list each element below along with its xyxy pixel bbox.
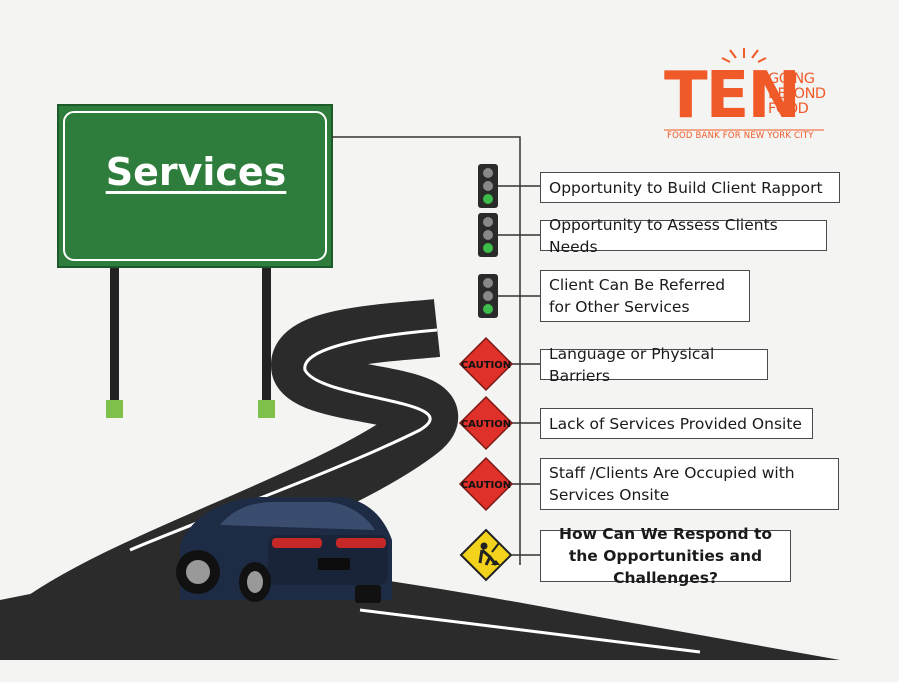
car-image — [176, 497, 392, 603]
traffic-light-icon — [478, 274, 498, 318]
item-box: Client Can Be Referred for Other Service… — [540, 270, 750, 322]
item-text: Lack of Services Provided Onsite — [549, 414, 802, 433]
item-text: Language or Physical Barriers — [549, 344, 715, 385]
services-sign — [57, 104, 333, 268]
road — [12, 299, 458, 654]
grass-right — [258, 400, 275, 418]
grass-left — [106, 400, 123, 418]
traffic-light-icon — [478, 164, 498, 208]
item-box: Opportunity to Build Client Rapport — [540, 172, 840, 203]
traffic-light-icon — [478, 213, 498, 257]
item-text: Staff /Clients Are Occupied with Service… — [549, 464, 795, 504]
sign-post-right — [262, 265, 271, 405]
logo-ten: TEN — [664, 59, 801, 133]
item-box: Staff /Clients Are Occupied with Service… — [540, 458, 839, 510]
logo-tagline-line: FOOD — [768, 101, 809, 117]
item-text: Client Can Be Referred for Other Service… — [549, 276, 726, 316]
item-box: Language or Physical Barriers — [540, 345, 768, 385]
logo-subtitle: FOOD BANK FOR NEW YORK CITY — [667, 131, 814, 141]
caution-sign-label: CAUTION — [461, 419, 511, 430]
caution-sign-icon: CAUTION — [458, 336, 514, 392]
item-box-final: How Can We Respond to the Opportunities … — [540, 525, 791, 587]
logo-burst-icon — [721, 48, 767, 63]
item-box: Lack of Services Provided Onsite — [540, 408, 813, 439]
road-edge-line — [359, 608, 701, 654]
services-sign-title: Services — [105, 150, 287, 194]
caution-sign-label: CAUTION — [461, 480, 511, 491]
road-work-sign-icon — [459, 528, 513, 582]
caution-sign-icon: CAUTION — [458, 395, 514, 451]
caution-sign-icon: CAUTION — [458, 456, 514, 512]
caution-sign-label: CAUTION — [461, 360, 511, 371]
item-text: Opportunity to Build Client Rapport — [549, 178, 823, 197]
item-box: Opportunity to Assess Clients Needs — [540, 216, 827, 256]
sign-post-left — [110, 265, 119, 405]
logo-tagline-line: BEYOND — [768, 86, 826, 102]
services-sign-border — [63, 111, 327, 261]
item-text: Opportunity to Assess Clients Needs — [549, 215, 778, 256]
logo-tagline-line: GOING — [768, 71, 815, 87]
item-text: How Can We Respond to the Opportunities … — [558, 525, 773, 587]
logo-tagline: GOING BEYOND FOOD — [768, 71, 826, 117]
